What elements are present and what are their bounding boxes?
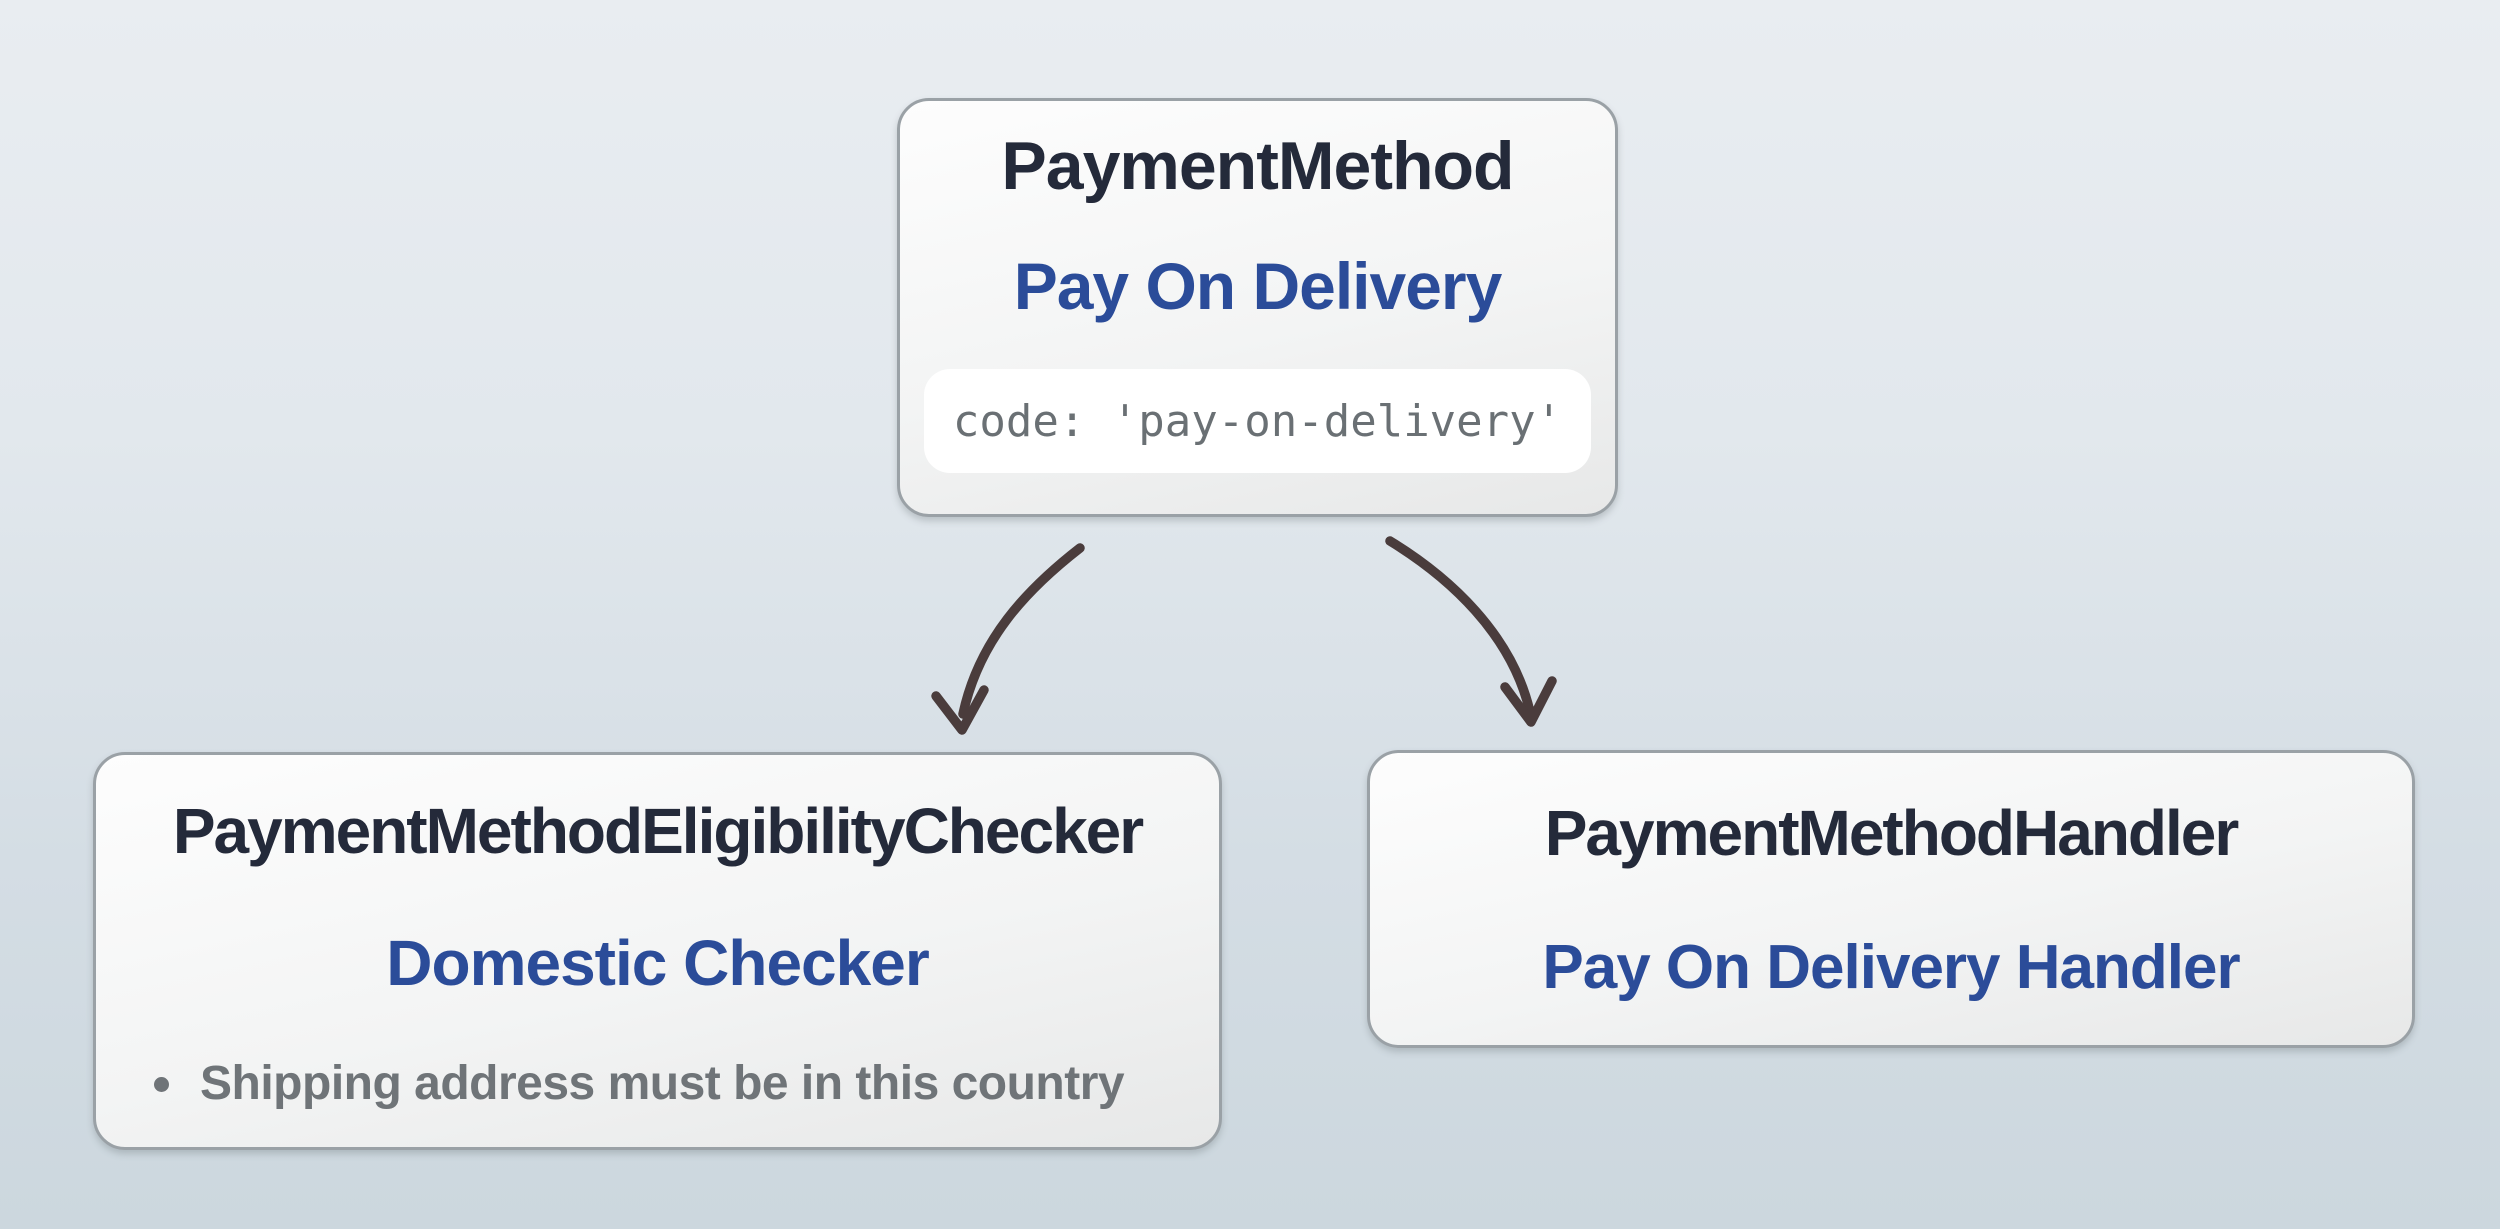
code-pill: code: 'pay-on-delivery' [924, 369, 1591, 473]
arrowhead-right-icon [1500, 676, 1557, 727]
code-text: code: 'pay-on-delivery' [952, 395, 1563, 447]
rule-text: Shipping address must be in this country [200, 1057, 1125, 1110]
arrow-paymentmethod-to-eligibilitychecker [931, 543, 1085, 735]
handler-instance-name: Pay On Delivery Handler [1542, 933, 2240, 1002]
handler-node: PaymentMethodHandler Pay On Delivery Han… [1367, 750, 2415, 1048]
eligibility-checker-class-name: PaymentMethodEligibilityChecker [172, 795, 1144, 867]
handler-class-name: PaymentMethodHandler [1544, 797, 2240, 869]
payment-method-instance-name: Pay On Delivery [1013, 249, 1503, 323]
payment-method-node: PaymentMethod Pay On Delivery code: 'pay… [897, 98, 1618, 517]
payment-method-class-name: PaymentMethod [1001, 128, 1514, 204]
arrowhead-left-icon [931, 685, 989, 735]
arrow-paymentmethod-to-handler [1385, 536, 1557, 727]
bullet-icon [154, 1076, 169, 1092]
eligibility-checker-instance-name: Domestic Checker [386, 927, 929, 999]
rule-list-item: Shipping address must be in this country [96, 1055, 1219, 1113]
eligibility-checker-node: PaymentMethodEligibilityChecker Domestic… [93, 752, 1222, 1150]
